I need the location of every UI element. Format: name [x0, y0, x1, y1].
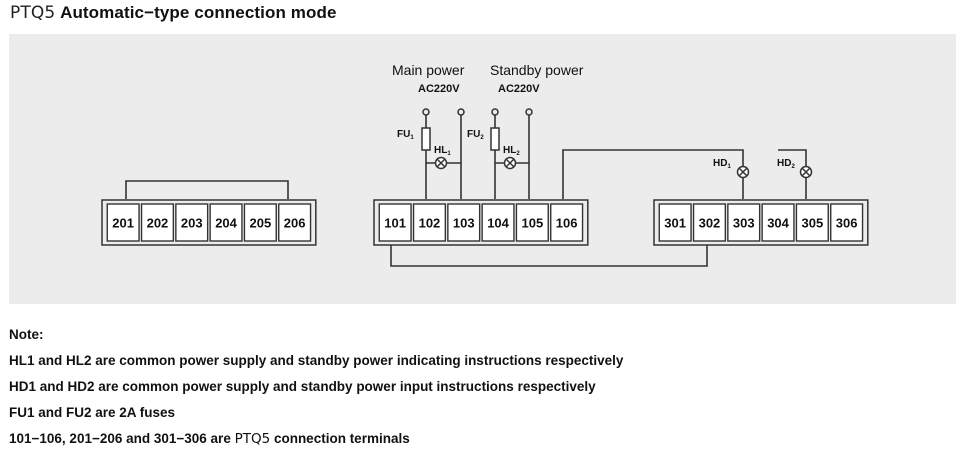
terminal-label-204: 204	[215, 216, 237, 231]
fuse-fu2	[490, 127, 500, 151]
notes-heading: Note:	[9, 327, 44, 342]
notes: Note: HL1 and HL2 are common power suppl…	[9, 322, 623, 452]
terminal-104	[481, 203, 515, 242]
lamp-hd2	[799, 165, 813, 179]
fu2-label: FU2	[467, 129, 484, 141]
terminal-202	[140, 203, 175, 242]
hl1-label: HL1	[434, 145, 451, 157]
terminal-301	[658, 203, 692, 242]
page-title: PTQ5 Automatic−type connection mode	[10, 3, 337, 23]
terminal-305	[795, 203, 829, 242]
terminal-204	[209, 203, 243, 242]
terminal-label-104: 104	[487, 216, 509, 231]
terminal-205	[243, 203, 277, 242]
hl2-label: HL2	[503, 145, 520, 157]
supply-terminal-main-n	[457, 108, 465, 116]
standby-voltage-label: AC220V	[498, 83, 540, 95]
note-line-2: HD1 and HD2 are common power supply and …	[9, 379, 596, 394]
terminal-302	[692, 203, 727, 242]
title-model: PTQ5	[10, 3, 56, 23]
main-voltage-label: AC220V	[418, 83, 460, 95]
terminal-105	[515, 203, 549, 242]
terminal-103	[447, 203, 481, 242]
lamp-hl1	[434, 156, 448, 170]
terminal-label-302: 302	[699, 216, 721, 231]
standby-power-label: Standby power	[490, 62, 584, 78]
supply-terminal-standby-n	[525, 108, 533, 116]
terminal-201	[106, 203, 140, 242]
terminal-label-105: 105	[521, 216, 543, 231]
terminal-label-102: 102	[419, 216, 441, 231]
terminal-label-301: 301	[664, 216, 686, 231]
note-line-1: HL1 and HL2 are common power supply and …	[9, 353, 624, 368]
terminal-106	[550, 203, 584, 242]
note-line-4: 101−106, 201−206 and 301−306 are PTQ5 co…	[9, 431, 410, 447]
fuse-fu1	[421, 127, 431, 151]
terminal-label-206: 206	[284, 216, 306, 231]
terminal-306	[830, 203, 864, 242]
hd2-label: HD2	[777, 158, 795, 170]
terminal-block-300: 301 302 303 304 305 306	[653, 199, 869, 246]
fu1-label: FU1	[397, 129, 414, 141]
wire-106-hd	[562, 149, 807, 199]
lamp-hd1	[736, 165, 750, 179]
terminal-label-202: 202	[147, 216, 169, 231]
terminal-label-203: 203	[181, 216, 203, 231]
terminal-label-201: 201	[112, 216, 134, 231]
terminal-206	[278, 203, 312, 242]
title-mode: Automatic−type connection mode	[60, 3, 337, 22]
note-line-3: FU1 and FU2 are 2A fuses	[9, 405, 176, 420]
terminal-label-304: 304	[767, 216, 789, 231]
terminal-label-101: 101	[384, 216, 406, 231]
lamp-hl2	[503, 156, 517, 170]
terminal-label-106: 106	[556, 216, 578, 231]
terminal-203	[175, 203, 209, 242]
supply-terminal-standby-l	[491, 108, 499, 116]
terminal-101	[378, 203, 412, 242]
terminal-label-306: 306	[836, 216, 858, 231]
hd1-label: HD1	[713, 158, 731, 170]
diagram-panel	[9, 34, 956, 304]
terminal-102	[412, 203, 447, 242]
terminal-block-200: 201 202 203 204 205 206	[101, 199, 317, 246]
supply-terminal-main-l	[422, 108, 430, 116]
terminal-label-305: 305	[801, 216, 823, 231]
wire-201-206	[125, 180, 289, 199]
terminal-block-100: 101 102 103 104 105 106	[373, 199, 589, 246]
terminal-label-303: 303	[733, 216, 755, 231]
terminal-303	[727, 203, 761, 242]
wire-101-302	[390, 245, 708, 267]
main-power-label: Main power	[392, 62, 465, 78]
terminal-label-103: 103	[453, 216, 475, 231]
terminal-304	[761, 203, 795, 242]
terminal-label-205: 205	[249, 216, 271, 231]
